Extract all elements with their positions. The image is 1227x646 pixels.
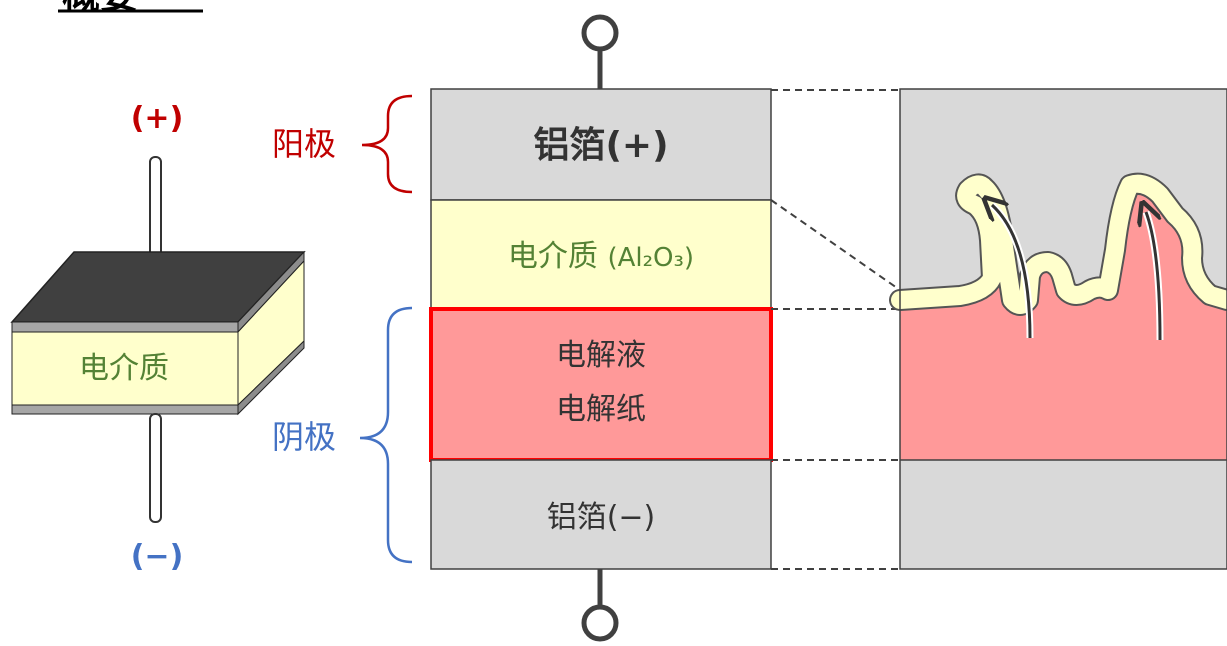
capacitor-3d: 电介质 [10,156,306,523]
capacitor-front-yellow [11,331,239,406]
zoom-foil-negative [900,460,1227,569]
layer-al-foil-pos-label: 铝箔(+) [533,125,668,166]
layer-al-foil-negative [430,459,772,570]
capacitor-front-gray-top [11,321,239,333]
layer-dielectric-formula: (Al₂O₃) [607,243,694,273]
zoom-connector-lines [770,89,901,570]
layer-stack [429,88,773,570]
plus-terminal-label: (+) [131,101,184,136]
layer-dielectric [430,199,772,310]
layer-electrolyte [429,307,773,462]
bottom-terminal-circle-icon [581,604,619,642]
cathode-curly-brace-icon [359,306,413,564]
top-terminal-circle-icon [581,14,619,52]
layer-dielectric-name: 电介质 [508,239,598,274]
zoomed-cross-section [889,88,1227,570]
anode-curly-brace-icon [361,94,413,194]
layer-al-foil-neg-label: 铝箔(−) [547,500,656,535]
zoom-electrolyte [900,183,1227,460]
capacitor-front-gray-bottom [11,404,239,415]
heading: 概要 [62,0,138,17]
layer-al-foil-positive [430,88,772,201]
anode-label: 阳极 [272,125,336,163]
cap-dielectric-label: 电介质 [79,351,169,386]
bottom-lead [149,413,162,523]
layer-electrolyte-line1: 电解液 [556,338,646,373]
layer-dielectric-label: 电介质 (Al₂O₃) [508,239,694,274]
layer-electrolyte-line2: 电解纸 [556,392,646,427]
cathode-label: 阴极 [272,418,336,456]
minus-terminal-label: (−) [131,539,184,574]
